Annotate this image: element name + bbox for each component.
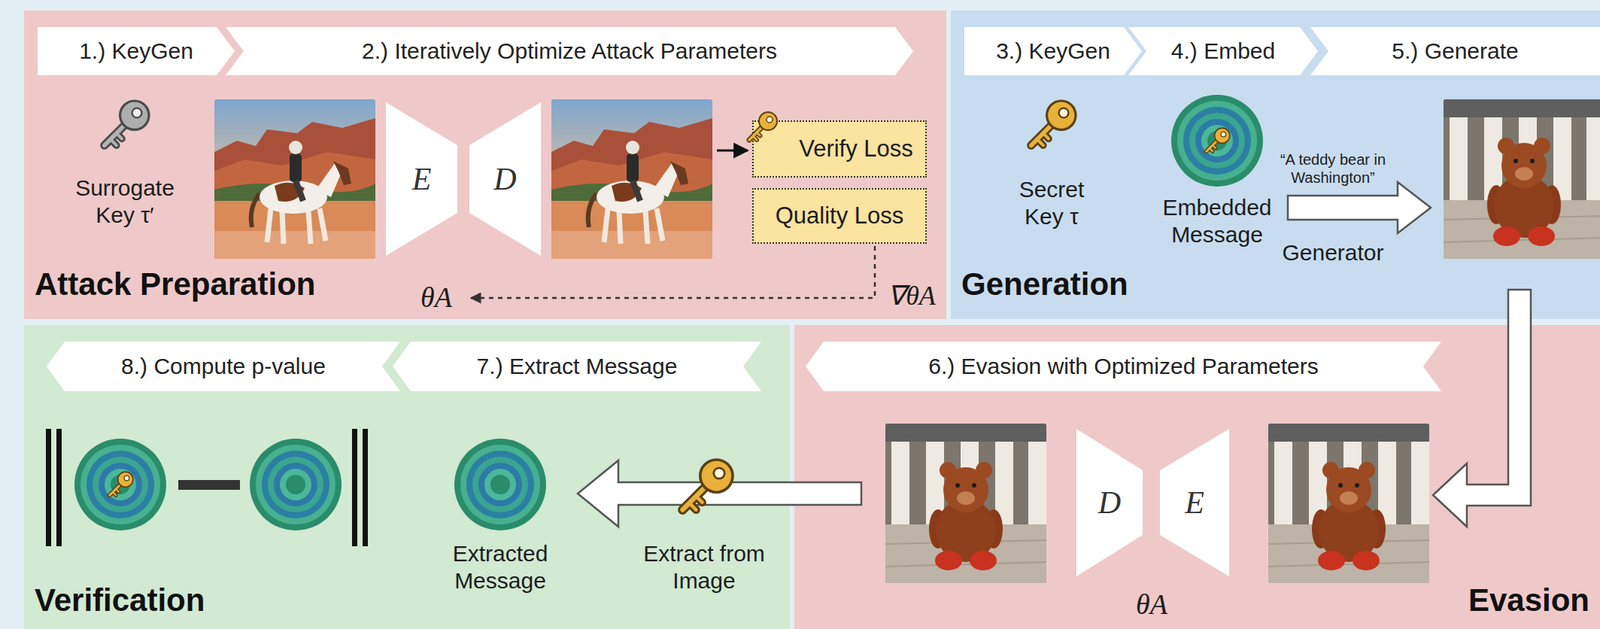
norm-bar (352, 428, 358, 547)
banner-fill (392, 341, 762, 392)
label-wrap: θA (406, 279, 467, 315)
banner-fill (225, 27, 914, 76)
loss-label: Quality Loss (775, 202, 905, 230)
step-banner: 2.) Iteratively Optimize Attack Paramete… (225, 27, 914, 76)
watermarked-image (1268, 423, 1430, 585)
banner-fill (805, 341, 1442, 392)
key-icon (109, 471, 134, 495)
step-banner: 8.) Compute p-value (46, 341, 401, 392)
step-label: 1.) KeyGen (78, 37, 194, 65)
step-label: 3.) KeyGen (995, 37, 1111, 65)
step-banner: 7.) Extract Message (392, 341, 762, 392)
extracted-rings (249, 438, 342, 531)
network-symbol: D (493, 160, 517, 198)
label-wrap: Embedded Message (1145, 194, 1289, 249)
parameter-label: θA (406, 279, 467, 315)
secret-key-icon (1031, 100, 1076, 146)
gradient-label: ∇θA (881, 279, 942, 313)
message-rings (1171, 94, 1263, 187)
panel-heading: Attack Preparation (24, 266, 947, 303)
norm-bar (56, 428, 62, 547)
surrogate-key-icon (104, 100, 149, 146)
embedded-rings (74, 438, 167, 531)
banner-fill (964, 27, 1142, 76)
message-label: Embedded Message (1145, 194, 1289, 249)
trapezoid-fill (469, 102, 541, 256)
attack-panel: Attack Preparation 1.) KeyGen 2.) Iterativ… (24, 10, 947, 319)
input-image (214, 99, 376, 262)
trapezoid-fill (385, 102, 458, 256)
key-icon (749, 112, 778, 140)
label-wrap: Surrogate Key τ′ (59, 174, 192, 229)
extracted-rings (454, 438, 547, 531)
network-symbol: D (1098, 484, 1121, 521)
extract-label: Extract from Image (628, 540, 780, 595)
label-wrap: Extracted Message (428, 540, 572, 595)
key-icon (1206, 127, 1230, 152)
generated-image (1443, 99, 1600, 261)
step-banner: 1.) KeyGen (37, 27, 235, 76)
step-label: 6.) Evasion with Optimized Parameters (928, 352, 1319, 380)
step-label: 7.) Extract Message (476, 352, 678, 380)
panel-heading: Evasion (794, 582, 1600, 619)
encoder-shape: E (1159, 428, 1230, 577)
decoder-shape: D (1076, 428, 1143, 577)
arrow (716, 149, 748, 152)
key-label: Surrogate Key τ′ (59, 174, 192, 229)
banner-fill (37, 27, 235, 76)
generator-label: Generator (1272, 239, 1394, 267)
label-wrap: θA (1121, 586, 1182, 622)
step-label: 8.) Compute p-value (121, 352, 326, 380)
label-wrap: ∇θA (881, 279, 942, 313)
evaded-image (885, 423, 1047, 585)
key-icon (682, 459, 733, 511)
trapezoid-fill (1159, 428, 1230, 577)
decoder-shape: D (469, 102, 541, 256)
parameter-label: θA (1121, 586, 1182, 622)
generation-panel: Generation 3.) KeyGen 4.) Embed 5.) Generat… (950, 10, 1600, 319)
output-image (551, 99, 713, 262)
step-label: 2.) Iteratively Optimize Attack Paramete… (361, 37, 778, 65)
encoder-shape: E (385, 102, 458, 256)
step-label: 4.) Embed (1171, 37, 1276, 65)
norm-bar (362, 428, 368, 547)
flow-arrow (1433, 289, 1531, 527)
banner-fill (1310, 27, 1600, 76)
loss-label: Verify Loss (798, 135, 914, 163)
network-symbol: E (412, 160, 432, 198)
step-banner: 3.) KeyGen (964, 27, 1142, 76)
trapezoid-fill (1076, 428, 1143, 577)
evasion-panel: Evasion 6.) Evasion with Optimized Parame… (794, 324, 1600, 629)
step-label: 5.) Generate (1391, 37, 1519, 65)
step-banner: 5.) Generate (1310, 27, 1600, 76)
gradient-arrow (470, 245, 875, 298)
network-symbol: E (1184, 484, 1205, 521)
loss-box: Verify Loss (752, 120, 927, 178)
step-banner: 4.) Embed (1128, 27, 1318, 76)
norm-bar (45, 428, 52, 547)
extract-arrow (577, 460, 862, 527)
label-wrap: Extract from Image (628, 540, 780, 595)
label-wrap: Generator (1272, 239, 1394, 267)
minus-sign (178, 479, 240, 490)
message-label: Extracted Message (428, 540, 572, 595)
step-banner: 6.) Evasion with Optimized Parameters (805, 341, 1442, 392)
panel-heading: Generation (950, 266, 1600, 303)
prompt-label: “A teddy bear in Washington” (1275, 150, 1392, 187)
key-label: Secret Key τ (1006, 176, 1097, 231)
generator-arrow (1287, 182, 1431, 234)
loss-box: Quality Loss (752, 188, 927, 244)
label-wrap: “A teddy bear in Washington” (1275, 150, 1392, 187)
label-wrap: Secret Key τ (1006, 176, 1097, 231)
banner-fill (46, 341, 401, 392)
banner-fill (1128, 27, 1318, 76)
